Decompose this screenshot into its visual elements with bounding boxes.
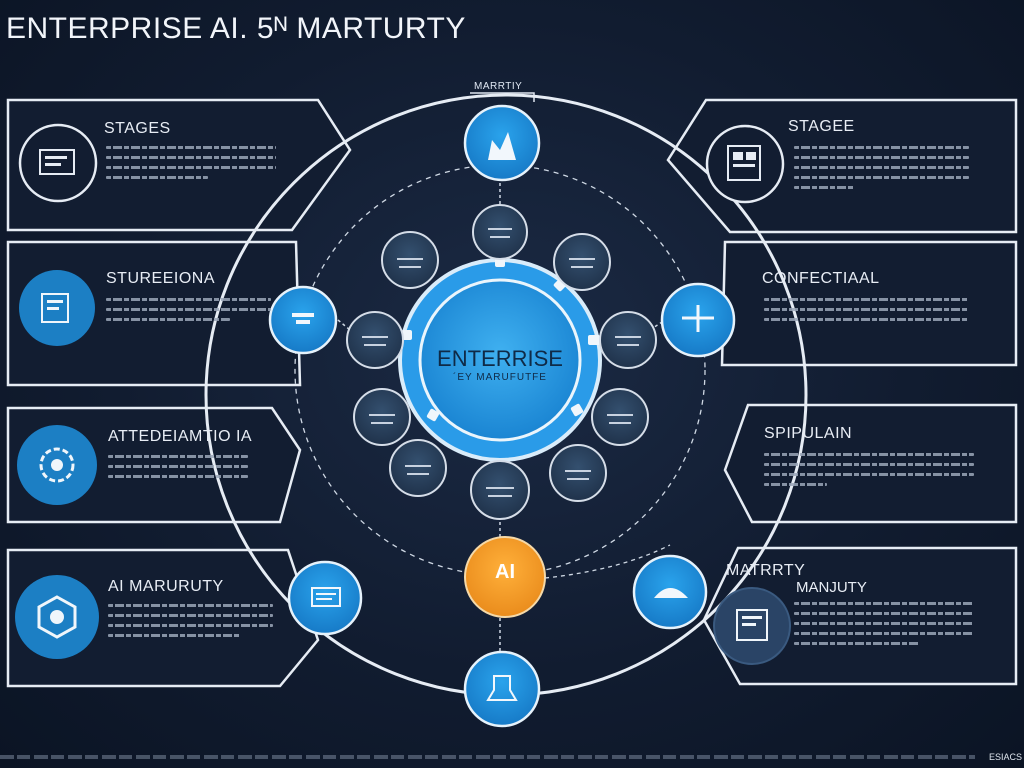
left-panel-2-body <box>106 298 271 328</box>
top-frame-line <box>470 92 535 102</box>
ai-dashed-arc <box>544 544 671 579</box>
left-panel-icons <box>15 123 99 659</box>
left-panel-4-shape <box>6 548 320 688</box>
left-panel-2-title: STUREEIONA <box>106 270 216 287</box>
ai-badge-label: AI <box>495 561 515 583</box>
right-panel-2-shape <box>720 240 1018 367</box>
right-panel-3-title: SPIPULAIN <box>764 425 853 442</box>
right-panel-1-title: STAGEE <box>788 118 855 135</box>
corner-label: ESIACS <box>988 752 1022 762</box>
right-panel-2-title: CONFECTIAAL <box>762 270 880 287</box>
right-panel-icons <box>705 124 791 665</box>
left-panel-3-title: ATTEDEIAMTIO IA <box>108 428 253 445</box>
left-panel-1-shape <box>6 98 352 232</box>
frame-label: MARRTIY <box>474 81 523 92</box>
right-panel-4-title: MATRRTY <box>726 562 806 579</box>
left-panel-1-body <box>106 146 276 186</box>
left-panel-4-body <box>108 604 273 644</box>
right-panel-1-body <box>794 146 969 196</box>
right-panel-2-body <box>764 298 969 328</box>
satellite-node-text <box>362 228 641 497</box>
footer-text-lines <box>0 755 975 759</box>
hub-inner <box>418 278 582 442</box>
right-panel-4-subtitle: MANJUTY <box>796 579 867 596</box>
left-panel-1-title: STAGES <box>104 120 171 137</box>
left-panel-3-body <box>108 455 248 485</box>
ai-node <box>464 536 546 618</box>
right-panel-4-body <box>794 602 974 652</box>
satellite-nodes <box>346 204 657 520</box>
hub-tabs <box>402 255 600 422</box>
left-panel-4-title: AI MARURUTY <box>108 578 224 595</box>
hub-subtitle: ´EY MARUFUTFE <box>453 372 547 383</box>
right-panel-3-body <box>764 453 974 493</box>
hub-title: ENTERRISE <box>437 346 563 371</box>
left-panel-2-shape <box>6 240 302 387</box>
page-title: ENTERPRISE AI. 5ᴺ MARTURTY <box>6 12 466 45</box>
ring-node-icons <box>292 132 714 701</box>
ring-blue-nodes <box>268 104 736 728</box>
